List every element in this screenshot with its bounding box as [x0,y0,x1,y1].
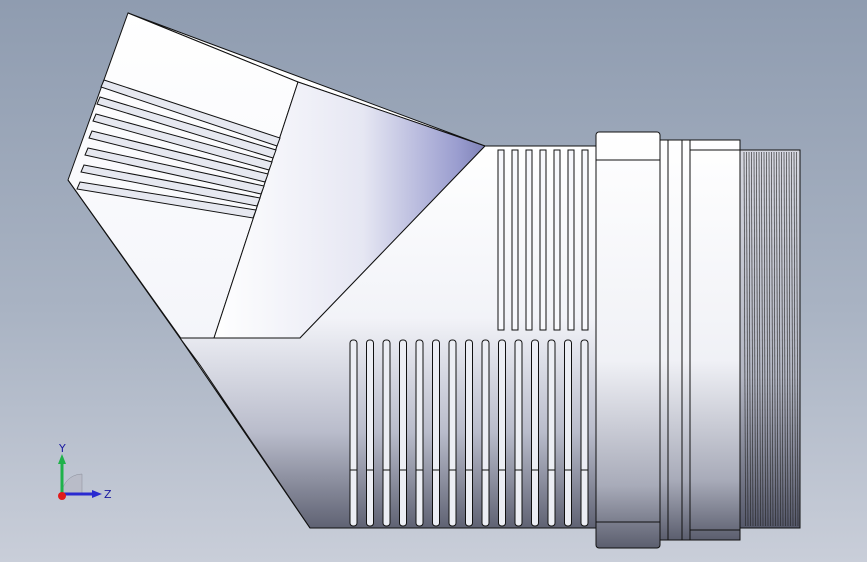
groove-slot [366,339,374,527]
thread-line [746,151,749,527]
thread-line [771,151,774,527]
thread-line [796,151,799,527]
thread-lines [743,151,799,527]
thread-line [788,151,791,527]
groove-slot [553,149,561,331]
thread-line [781,151,784,527]
inlet-slot [96,96,277,159]
thread-line [753,151,756,527]
groove-slot [399,339,407,527]
inlet-slots [76,79,281,219]
groove-slot [581,149,589,331]
inlet-slot [80,164,261,207]
thread-line [776,151,779,527]
thread-line [768,151,771,527]
groove-slot [432,339,440,527]
groove-slot [497,149,505,331]
thread-line [761,151,764,527]
thread-line [773,151,776,527]
thread-line [763,151,766,527]
axis-triad: Y Z [58,442,112,501]
inlet-slot [84,147,265,195]
groove-slot [514,339,523,527]
thread-line [756,151,759,527]
thread-line [743,151,746,527]
groove-slot [415,339,424,527]
grip-grooves-lower [349,339,589,527]
thread-line [786,151,789,527]
x-axis-dot-icon [58,492,66,500]
groove-slot [498,339,506,527]
groove-slot [448,339,457,527]
thread-line [758,151,761,527]
inlet-slot [100,79,281,147]
thread-line [783,151,786,527]
groove-slot [525,149,533,331]
collar [659,139,741,541]
thread-line [751,151,754,527]
groove-slot [580,339,589,527]
inlet-slot [92,113,273,171]
groove-slot [547,339,556,527]
y-axis-arrow-icon [58,454,66,464]
hex-nut [595,131,661,549]
groove-slot [567,149,575,331]
groove-slot [564,339,572,527]
y-axis-label: Y [58,442,66,455]
thread-line [766,151,769,527]
triad-plane [61,473,83,495]
z-axis-label: Z [104,488,112,501]
thread-line [791,151,794,527]
z-axis-arrow-icon [92,490,102,498]
thread-line [748,151,751,527]
groove-slot [349,339,358,527]
thread-line [793,151,796,527]
grip-grooves-upper [497,149,589,331]
groove-slot [382,339,391,527]
groove-slot [511,149,519,331]
main-body [179,145,599,529]
inlet-slot [88,130,269,183]
groove-slot [539,149,547,331]
groove-slot [531,339,539,527]
thread-line [778,151,781,527]
groove-slot [481,339,490,527]
inlet-slot [76,181,257,219]
groove-slot [465,339,473,527]
